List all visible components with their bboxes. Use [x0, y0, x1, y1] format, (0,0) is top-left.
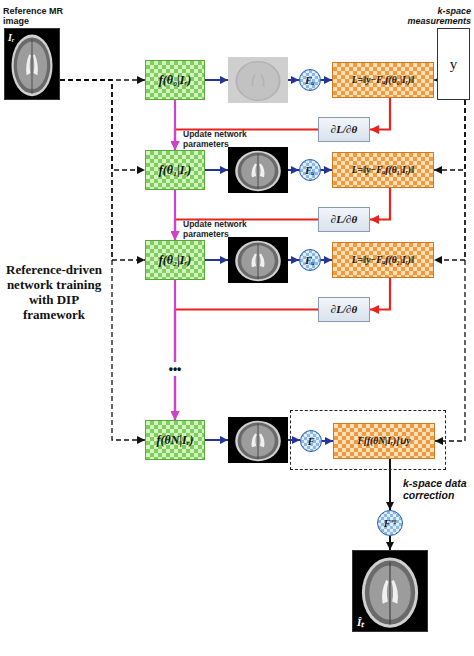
node-text: Iᵣ: [8, 31, 14, 44]
gradient-box: ∂L/∂θ: [318, 207, 370, 232]
loss-box: L=‖y−Fᵤf(θ₂|Iᵣ)‖: [332, 242, 434, 278]
network-output-image: [228, 237, 288, 283]
connector-arrow: [174, 100, 176, 150]
node-text: F: [308, 435, 315, 448]
node-text: f(θ₁|Iᵣ): [159, 164, 191, 177]
heading-text: k-space measurements: [405, 6, 471, 26]
connector-arrow: [60, 80, 145, 440]
connector-arrow: [370, 98, 390, 130]
arrow-head: [220, 256, 228, 264]
connector-arrow: [389, 536, 391, 550]
loss-box: L=‖y−Fᵤf(θ₀|Iᵣ)‖: [332, 62, 434, 98]
node-text: f(θ₀|Iᵣ): [159, 74, 191, 87]
network-box: f(θ₁|Iᵣ): [145, 150, 205, 190]
connector-arrow: [322, 440, 333, 442]
connector-arrow: [175, 220, 318, 241]
reference-image-box: Reference MR imageIᵣ: [4, 28, 60, 100]
connector-arrow: [389, 459, 391, 510]
network-box: f(θN|Iᵣ): [145, 420, 205, 460]
edge-label: Update network parameters: [183, 130, 273, 149]
fourier-circle: Fᵤ: [299, 69, 321, 91]
arrow-head: [220, 436, 228, 444]
node-text: Fᵤ: [305, 74, 315, 87]
connector-arrow: [60, 80, 145, 260]
fourier-circle: Fᵤ: [299, 249, 321, 271]
connector-arrow: [370, 188, 390, 220]
heading-text: k-space data correction: [403, 477, 474, 501]
network-box: f(θ₀|Iᵣ): [145, 60, 205, 100]
node-text: ∂L/∂θ: [331, 123, 357, 136]
fourier-circle: Fᵤ: [299, 159, 321, 181]
node-text: L=‖y−Fᵤf(θ₂|Iᵣ)‖: [352, 255, 415, 266]
network-output-image: [228, 417, 288, 463]
node-text: Îₜ: [357, 616, 364, 629]
node-text: ∂L/∂θ: [331, 303, 357, 316]
node-text: Fᵤ: [305, 254, 315, 267]
network-output-image: [228, 147, 288, 193]
arrow-head: [220, 166, 228, 174]
node-text: F[f(θN|Iᵣ)]∪y: [357, 436, 410, 447]
connector-arrow: [321, 259, 332, 261]
node-text: ∂L/∂θ: [331, 213, 357, 226]
reconstructed-image: Îₜ: [352, 550, 428, 632]
node-text: y: [450, 58, 458, 71]
network-output-image: [228, 57, 288, 103]
loss-box: L=‖y−Fᵤf(θ₁|Iᵣ)‖: [332, 152, 434, 188]
gradient-box: ∂L/∂θ: [318, 117, 370, 142]
connector-arrow: [434, 100, 465, 260]
connector-arrow: [174, 190, 176, 240]
correction-box: F[f(θN|Iᵣ)]∪y: [333, 423, 435, 459]
connector-arrow: [174, 280, 176, 420]
node-text: L=‖y−Fᵤf(θ₁|Iᵣ)‖: [352, 165, 415, 176]
correction-group: k-space data correctionFF[f(θN|Iᵣ)]∪y: [290, 410, 446, 470]
connector-arrow: [370, 278, 390, 310]
edge-label: Update network parameters: [183, 220, 273, 239]
node-text: f(θ₂|Iᵣ): [159, 254, 191, 267]
ellipsis: •••: [160, 362, 190, 376]
arrow-head: [220, 76, 228, 84]
fourier-circle: F: [300, 430, 322, 452]
heading-text: Reference MR image: [3, 6, 71, 26]
connector-arrow: [435, 100, 465, 441]
gradient-box: ∂L/∂θ: [318, 297, 370, 322]
inverse-fourier-circle: F⁻¹: [377, 510, 403, 536]
connector-arrow: [175, 310, 318, 421]
connector-arrow: [60, 80, 145, 170]
connector-arrow: [321, 169, 332, 171]
node-text: F⁻¹: [384, 517, 397, 530]
node-text: Fᵤ: [305, 164, 315, 177]
connector-arrow: [175, 130, 318, 151]
node-text: f(θN|Iᵣ): [157, 434, 194, 447]
kspace-box: k-space measurementsy: [437, 28, 470, 100]
side-label: Reference-driven network training with D…: [2, 262, 106, 322]
connector-arrow: [321, 79, 332, 81]
connector-arrow: [434, 100, 465, 170]
network-box: f(θ₂|Iᵣ): [145, 240, 205, 280]
node-text: L=‖y−Fᵤf(θ₀|Iᵣ)‖: [352, 75, 415, 86]
